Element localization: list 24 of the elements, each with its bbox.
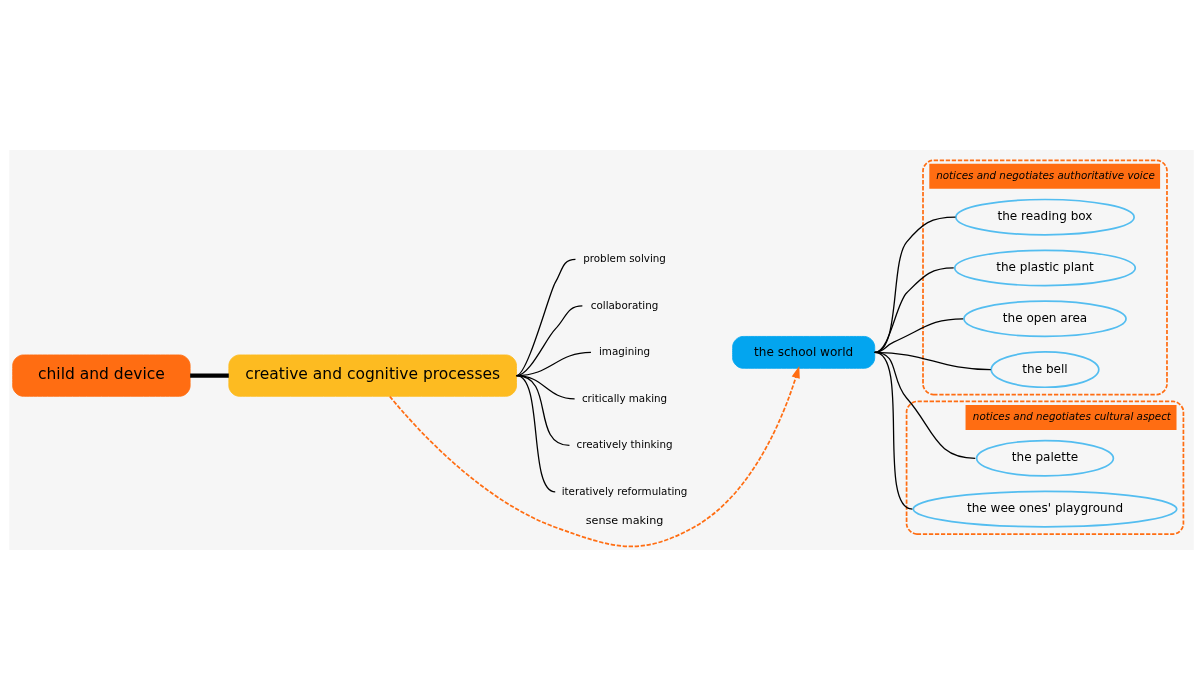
node-box: creative and cognitive processes bbox=[228, 354, 517, 397]
node-ellipse: the open area bbox=[963, 299, 1127, 337]
node-text: collaborating bbox=[590, 298, 659, 311]
connector bbox=[190, 372, 229, 378]
node-box: the school world bbox=[732, 335, 876, 369]
node-text: creatively thinking bbox=[576, 437, 673, 450]
node-ellipse: the reading box bbox=[955, 198, 1135, 236]
connector bbox=[515, 374, 556, 493]
node-text: imagining bbox=[598, 344, 651, 357]
node-ellipse: the plastic plant bbox=[953, 248, 1137, 286]
connector bbox=[515, 258, 577, 376]
node-box: child and device bbox=[12, 354, 191, 397]
connector bbox=[874, 351, 914, 510]
node-ellipse: the wee ones' playground bbox=[912, 490, 1178, 528]
node-ellipse: the bell bbox=[990, 350, 1100, 388]
edge-label: sense making bbox=[585, 513, 664, 527]
node-text: problem solving bbox=[583, 251, 666, 264]
connector bbox=[874, 317, 964, 353]
connector bbox=[874, 216, 957, 353]
node-text: critically making bbox=[581, 391, 668, 404]
connector bbox=[874, 266, 955, 353]
node-text: iteratively reformulating bbox=[561, 484, 688, 497]
arrow bbox=[388, 365, 800, 547]
node-ellipse: the palette bbox=[975, 439, 1115, 477]
